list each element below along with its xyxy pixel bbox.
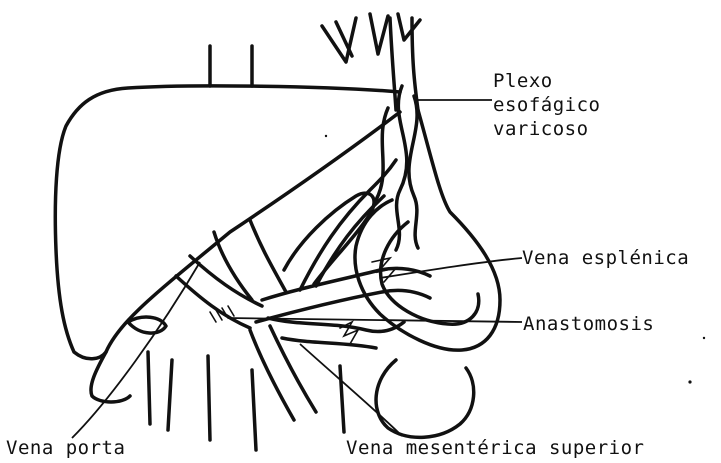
mesenteric-vein-left: [250, 330, 294, 420]
label-anastomosis: Anastomosis: [523, 312, 654, 336]
gastric-vein-3: [250, 220, 286, 292]
label-plexo-line1: Plexo: [493, 69, 600, 93]
label-vena-mesenterica: Vena mesentérica superior: [346, 436, 644, 460]
label-vena-porta: Vena porta: [6, 436, 125, 460]
vertical-line-1: [148, 352, 150, 424]
leader-porta: [72, 262, 200, 438]
label-vena-esplenica: Vena esplénica: [522, 246, 689, 270]
esophagus-left-wall: [390, 18, 396, 110]
speck-2: [703, 337, 705, 339]
label-plexo-line3: varicoso: [493, 117, 600, 141]
splenic-vein-upper: [262, 268, 430, 300]
varix-2: [409, 96, 418, 248]
vertical-line-4: [252, 370, 256, 450]
label-plexo-line2: esofágico: [493, 93, 600, 117]
vertical-line-3: [208, 356, 210, 440]
speck-1: [688, 380, 691, 383]
stomach-outline: [355, 110, 500, 350]
branch-top-4: [398, 14, 420, 40]
vertical-line-5: [340, 366, 344, 432]
vertical-line-2: [168, 360, 172, 430]
stomach-inner-curve: [381, 222, 479, 324]
anastomosis-vessel-2: [282, 338, 376, 348]
label-plexo-esofagico: Plexo esofágico varicoso: [493, 69, 600, 141]
branch-top-3: [370, 14, 388, 54]
speck-3: [325, 135, 327, 137]
leader-mesenterica: [300, 344, 402, 436]
